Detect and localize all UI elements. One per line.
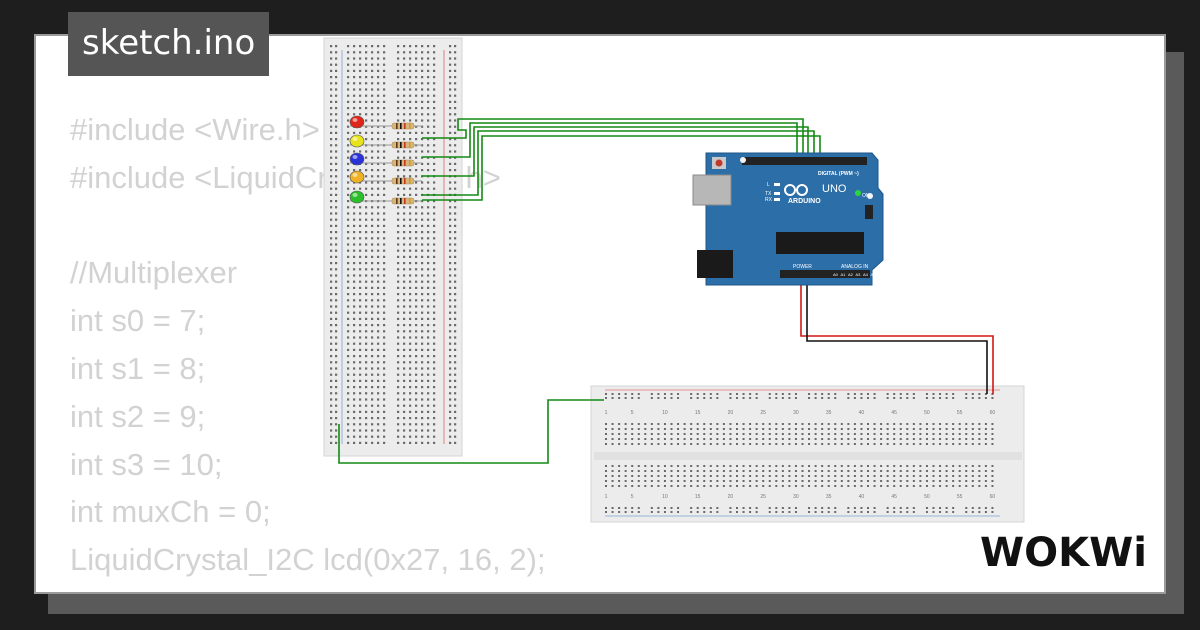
column-label: 20 — [728, 410, 734, 416]
code-line: int s2 = 9; — [70, 398, 206, 434]
digital-pins-label: DIGITAL (PWM ~) — [818, 171, 859, 177]
led[interactable] — [349, 115, 372, 129]
wires — [338, 118, 994, 464]
code-line: //Multiplexer — [70, 255, 238, 291]
power-analog-header — [780, 270, 870, 278]
code-line: LiquidCrystal_I2C lcd(0x27, 16, 2); — [70, 542, 546, 578]
led[interactable] — [349, 190, 372, 204]
column-label: 35 — [826, 494, 832, 500]
analog-pin-label: A0 — [833, 272, 839, 277]
leds[interactable] — [349, 115, 372, 204]
column-label: 55 — [957, 410, 963, 416]
signal-wire — [422, 118, 804, 153]
resistor[interactable] — [372, 177, 422, 185]
column-label: 60 — [990, 494, 996, 500]
column-label: 50 — [924, 494, 930, 500]
column-label: 60 — [990, 410, 996, 416]
column-label: 40 — [859, 494, 865, 500]
arduino-uno-board[interactable]: ARDUINO UNO DIGITAL (PWM ~) POWER ANALOG… — [692, 152, 884, 286]
resistor[interactable] — [372, 141, 422, 149]
code-line: int s3 = 10; — [70, 446, 223, 482]
arduino-infinity-logo — [784, 184, 808, 196]
analog-pin-label: A1 — [841, 272, 847, 277]
analog-pin-label: A4 — [863, 272, 869, 277]
resistors[interactable] — [372, 122, 422, 205]
signal-wire — [422, 130, 815, 196]
code-line: int s1 = 8; — [70, 350, 206, 386]
column-label: 5 — [631, 410, 634, 416]
rx-label: RX — [765, 197, 773, 203]
arduino-model: UNO — [822, 183, 847, 195]
column-label: 1 — [605, 410, 608, 416]
tx-label: TX — [765, 191, 772, 197]
column-label: 55 — [957, 494, 963, 500]
column-label: 50 — [924, 410, 930, 416]
code-line: int s0 = 7; — [70, 303, 206, 339]
breadboard-holes — [605, 393, 994, 513]
analog-pin-label: A5 — [871, 272, 877, 277]
on-label: ON — [862, 193, 870, 199]
column-labels: 1155101015152020252530303535404045455050… — [605, 410, 996, 500]
arduino-brand: ARDUINO — [788, 198, 821, 205]
wokwi-logo: WOKWi — [980, 530, 1147, 576]
ground-wire — [806, 278, 988, 394]
led[interactable] — [349, 170, 372, 184]
analog-pin-label: A2 — [848, 272, 854, 277]
column-label: 30 — [793, 410, 799, 416]
power-wire — [800, 278, 994, 394]
vertical-breadboard[interactable] — [323, 37, 463, 457]
column-label: 1 — [605, 494, 608, 500]
on-led — [855, 190, 861, 196]
horizontal-breadboard[interactable]: 1155101015152020252530303535404045455050… — [590, 385, 1025, 523]
column-label: 15 — [695, 494, 701, 500]
breadboard-holes — [330, 45, 457, 444]
l-label: L — [767, 182, 770, 188]
power-jack — [697, 250, 733, 278]
led[interactable] — [349, 152, 372, 166]
code-line: #include <Wire.h> — [70, 112, 320, 147]
microcontroller-chip — [776, 232, 864, 254]
column-label: 30 — [793, 494, 799, 500]
column-label: 25 — [760, 410, 766, 416]
column-label: 5 — [631, 494, 634, 500]
column-label: 10 — [662, 494, 668, 500]
led[interactable] — [349, 134, 372, 148]
column-label: 10 — [662, 410, 668, 416]
sketch-title: sketch.ino — [68, 12, 270, 76]
signal-wire — [422, 135, 821, 201]
signal-wire — [338, 399, 604, 464]
analog-pin-label: A3 — [856, 272, 862, 277]
column-label: 35 — [826, 410, 832, 416]
column-label: 25 — [760, 494, 766, 500]
resistor[interactable] — [372, 159, 422, 167]
code-line: int muxCh = 0; — [70, 494, 271, 530]
usb-port — [692, 174, 732, 206]
column-label: 15 — [695, 410, 701, 416]
column-label: 45 — [891, 410, 897, 416]
analog-pins-label: ANALOG IN — [841, 264, 869, 270]
column-label: 20 — [728, 494, 734, 500]
resistor[interactable] — [372, 197, 422, 205]
power-pins-label: POWER — [793, 264, 812, 270]
resistor[interactable] — [372, 122, 422, 130]
column-label: 40 — [859, 410, 865, 416]
column-label: 45 — [891, 494, 897, 500]
signal-wire — [422, 122, 798, 158]
digital-header — [742, 157, 867, 165]
wokwi-logo-text: WOKWi — [980, 530, 1147, 576]
